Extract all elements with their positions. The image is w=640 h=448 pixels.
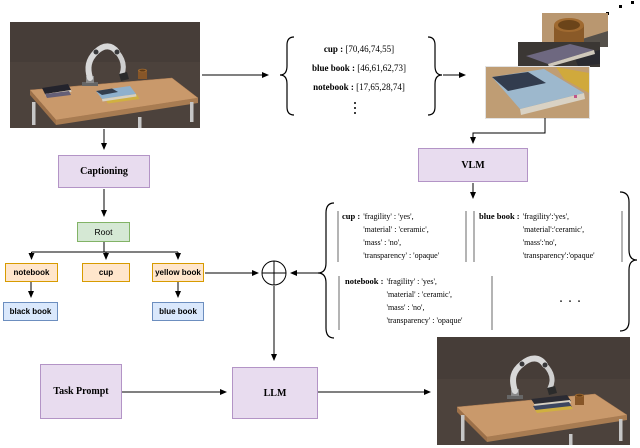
merge-node-icon	[261, 260, 287, 286]
tree-node-yellow-book: yellow book	[152, 263, 204, 282]
attr-line: 'mass' : 'no',	[386, 303, 425, 312]
attr-line: 'transparency' : 'opaque'	[386, 316, 463, 325]
tree-node-label: blue book	[159, 307, 197, 316]
attr-line: 'transparency' : 'opaque'	[363, 251, 440, 260]
bbox-value: [17,65,28,74]	[356, 82, 405, 92]
attr-line: 'fragility':'yes',	[522, 212, 570, 221]
books-on-table	[42, 84, 140, 104]
attr-line: 'mass':'no',	[522, 238, 557, 247]
bbox-item-bluebook: blue book : [46,61,62,73]	[290, 62, 428, 75]
tree-branch-line	[31, 242, 178, 253]
input-scene-art	[10, 22, 200, 128]
attrs-left-brace	[317, 202, 335, 339]
bbox-item-notebook: notebook : [17,65,28,74]	[290, 81, 428, 94]
attr-line: 'fragility' : 'yes',	[386, 277, 437, 286]
cup-crop-image	[542, 13, 608, 47]
bbox-list: cup : [70,46,74,55] blue book : [46,61,6…	[290, 40, 428, 94]
bbox-name: cup :	[323, 44, 344, 54]
output-scene-art	[437, 337, 630, 445]
robot-arm	[507, 355, 557, 399]
bbox-value: [70,46,74,55]	[345, 44, 395, 54]
attr-line: 'mass' : 'no',	[363, 238, 402, 247]
attr-dict-name: blue book :	[479, 211, 520, 221]
bbox-right-brace	[427, 36, 443, 116]
task-prompt-label: Task Prompt	[53, 386, 109, 397]
captioning-box: Captioning	[58, 155, 150, 188]
output-scene-image	[437, 337, 630, 445]
vlm-label: VLM	[461, 159, 485, 171]
attrs-ellipsis: . . .	[559, 294, 583, 305]
bbox-name: blue book :	[311, 63, 355, 73]
vlm-box: VLM	[418, 148, 528, 182]
tree-node-label: yellow book	[155, 268, 201, 277]
attr-dict-name: notebook :	[345, 276, 384, 286]
attr-dict-name: cup :	[342, 211, 361, 221]
attr-line: 'material':'ceramic',	[522, 225, 585, 234]
line-crops-to-vlm	[470, 118, 546, 144]
input-scene-image	[10, 22, 200, 128]
attr-line: 'fragility' : 'yes',	[363, 212, 414, 221]
attr-line: 'transparency':'opaque'	[522, 251, 595, 260]
tree-node-label: notebook	[13, 268, 50, 277]
dark-book-crop-image	[518, 42, 600, 67]
attr-line: 'material' : 'ceramic',	[386, 290, 453, 299]
table	[456, 393, 628, 445]
llm-label: LLM	[263, 387, 287, 399]
book-stack	[531, 395, 573, 413]
bbox-name: notebook :	[313, 82, 354, 92]
task-prompt-box: Task Prompt	[40, 364, 122, 419]
captioning-label: Captioning	[80, 166, 128, 177]
llm-box: LLM	[232, 367, 318, 419]
tree-node-label: cup	[98, 268, 114, 277]
cup-on-table	[575, 393, 584, 405]
attr-dict-notebook: notebook : 'fragility' : 'yes', 'materia…	[345, 275, 462, 327]
attrs-right-brace	[619, 191, 638, 332]
tree-node-blue-book: blue book	[152, 302, 204, 321]
tree-root-label: Root	[94, 227, 113, 237]
blue-book-crop-image	[485, 66, 590, 119]
tree-node-notebook: notebook	[5, 263, 58, 282]
cup-on-table	[138, 68, 147, 79]
tree-node-label: black book	[9, 307, 52, 316]
robot-arm	[82, 43, 129, 86]
bbox-value: [46,61,62,73]	[357, 63, 406, 73]
vertical-ellipsis-icon	[354, 99, 356, 117]
tree-node-black-book: black book	[3, 302, 58, 321]
tree-node-cup: cup	[82, 263, 130, 282]
attr-dict-cup: cup : 'fragility' : 'yes', 'material' : …	[342, 210, 439, 262]
tree-root-box: Root	[77, 222, 130, 242]
bbox-item-cup: cup : [70,46,74,55]	[290, 43, 428, 56]
attr-line: 'material' : 'ceramic',	[363, 225, 429, 234]
attr-dict-blue-book: blue book : 'fragility':'yes', 'material…	[479, 210, 595, 262]
